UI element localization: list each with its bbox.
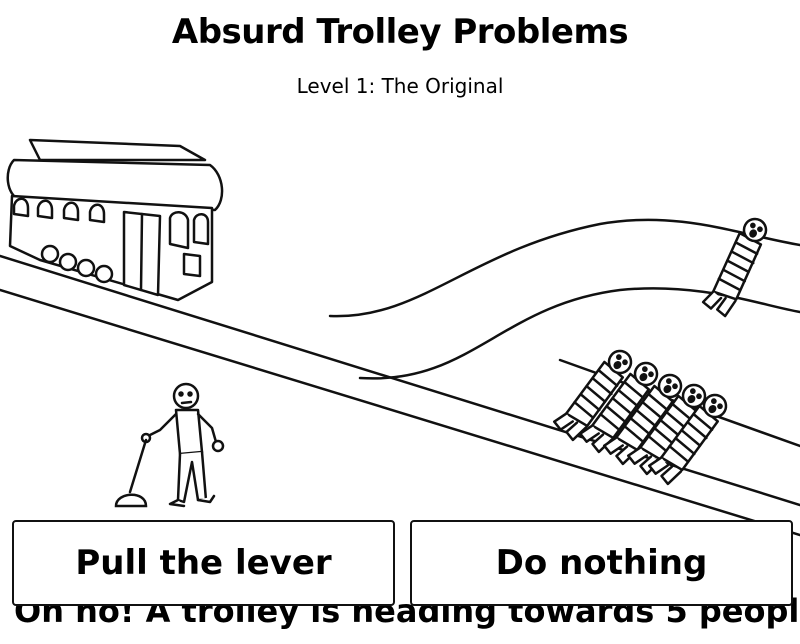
trolley-icon xyxy=(6,138,224,302)
level-label: Level 1: The Original xyxy=(296,74,504,98)
pull-lever-button[interactable]: Pull the lever xyxy=(12,520,395,606)
lever-icon xyxy=(114,438,148,508)
person-on-side-track xyxy=(700,213,776,319)
do-nothing-button[interactable]: Do nothing xyxy=(410,520,793,606)
lever-operator xyxy=(140,382,225,508)
game-title: Absurd Trolley Problems xyxy=(171,12,629,52)
